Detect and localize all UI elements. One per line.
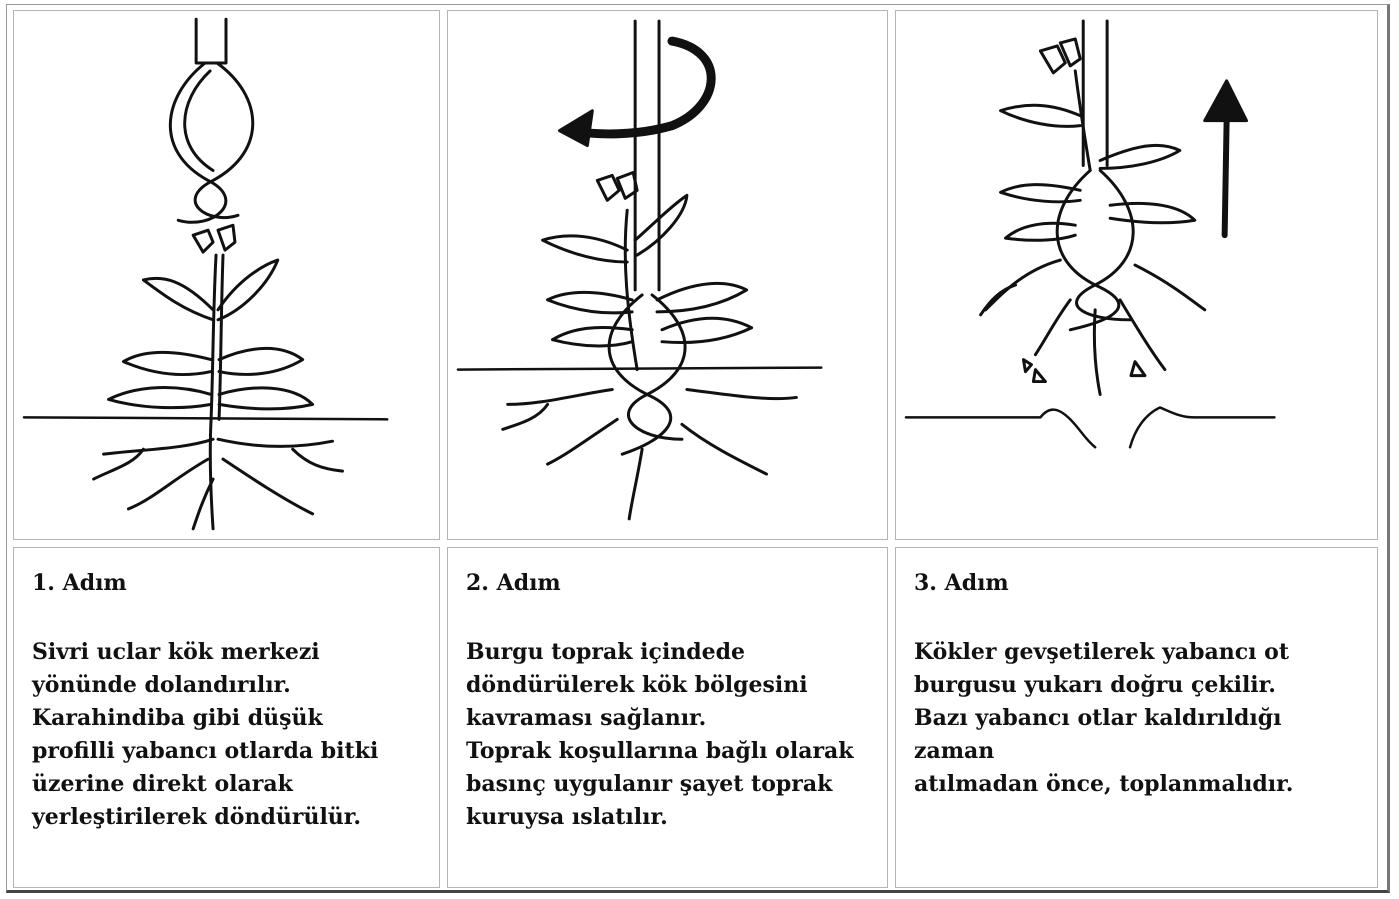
step-line: basınç uygulanır şayet toprak [466, 768, 873, 801]
step-3-description: 3. Adım Kökler gevşetilerek yabancı ot b… [895, 547, 1378, 888]
step-line: döndürülerek kök bölgesini [466, 669, 873, 702]
step-line: burgusu yukarı doğru çekilir. [914, 669, 1363, 702]
step-line: profilli yabancı otlarda bitki [32, 735, 425, 768]
step-2-title: 2. Adım [466, 570, 873, 596]
step-3-title: 3. Adım [914, 570, 1363, 596]
step-1-title: 1. Adım [32, 570, 425, 596]
step-3-lines: Kökler gevşetilerek yabancı ot burgusu y… [914, 636, 1363, 801]
step-2-lines: Burgu toprak içindede döndürülerek kök b… [466, 636, 873, 834]
step-2-description: 2. Adım Burgu toprak içindede döndürüler… [447, 547, 888, 888]
step-3-illustration [895, 10, 1378, 540]
step-line: yerleştirilerek döndürülür. [32, 801, 425, 834]
step-line: atılmadan önce, toplanmalıdır. [914, 768, 1363, 801]
step-line: Sivri uclar kök merkezi [32, 636, 425, 669]
step-line: Toprak koşullarına bağlı olarak [466, 735, 873, 768]
weed-puller-above-plant-drawing [14, 11, 439, 539]
weed-pulled-out-drawing [896, 11, 1377, 539]
step-line: Kökler gevşetilerek yabancı ot [914, 636, 1363, 669]
step-1-description: 1. Adım Sivri uclar kök merkezi yönünde … [13, 547, 440, 888]
step-line: zaman [914, 735, 1363, 768]
step-line: Karahindiba gibi düşük [32, 702, 425, 735]
step-1-illustration [13, 10, 440, 540]
step-1-lines: Sivri uclar kök merkezi yönünde dolandır… [32, 636, 425, 834]
step-line: Bazı yabancı otlar kaldırıldığı [914, 702, 1363, 735]
step-line: kavraması sağlanır. [466, 702, 873, 735]
step-line: kuruysa ıslatılır. [466, 801, 873, 834]
step-line: yönünde dolandırılır. [32, 669, 425, 702]
step-line: üzerine direkt olarak [32, 768, 425, 801]
step-2-illustration [447, 10, 888, 540]
step-line: Burgu toprak içindede [466, 636, 873, 669]
weed-puller-twisting-drawing [448, 11, 887, 539]
